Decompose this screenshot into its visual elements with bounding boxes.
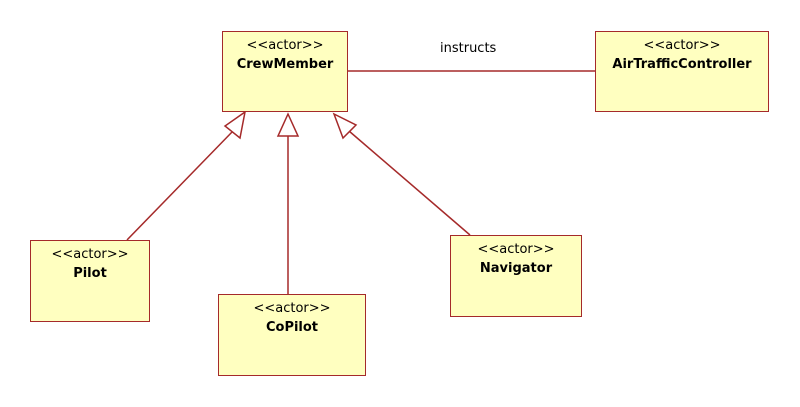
association-label-instructs: instructs	[440, 41, 497, 56]
generalization-arrowhead-pilot	[223, 110, 247, 140]
actor-name: Navigator	[479, 261, 553, 276]
actor-navigator[interactable]: <<actor>> Navigator	[450, 235, 582, 317]
stereotype-label: <<actor>>	[51, 247, 129, 262]
stereotype-label: <<actor>>	[477, 242, 555, 257]
actor-pilot[interactable]: <<actor>> Pilot	[30, 240, 150, 322]
actor-air-traffic-controller[interactable]: <<actor>> AirTrafficController	[595, 31, 769, 112]
generalization-arrowhead-copilot	[276, 112, 300, 137]
stereotype-label: <<actor>>	[246, 38, 324, 53]
generalization-line-pilot	[126, 130, 234, 241]
stereotype-label: <<actor>>	[253, 301, 331, 316]
actor-crewmember[interactable]: <<actor>> CrewMember	[222, 31, 348, 112]
generalization-arrowhead-navigator	[332, 112, 358, 140]
actor-name: CoPilot	[265, 320, 319, 335]
actor-name: AirTrafficController	[612, 57, 752, 72]
stereotype-label: <<actor>>	[643, 38, 721, 53]
generalization-line-navigator	[348, 130, 471, 236]
actor-name: Pilot	[73, 266, 107, 281]
actor-copilot[interactable]: <<actor>> CoPilot	[218, 294, 366, 376]
actor-name: CrewMember	[236, 57, 334, 72]
